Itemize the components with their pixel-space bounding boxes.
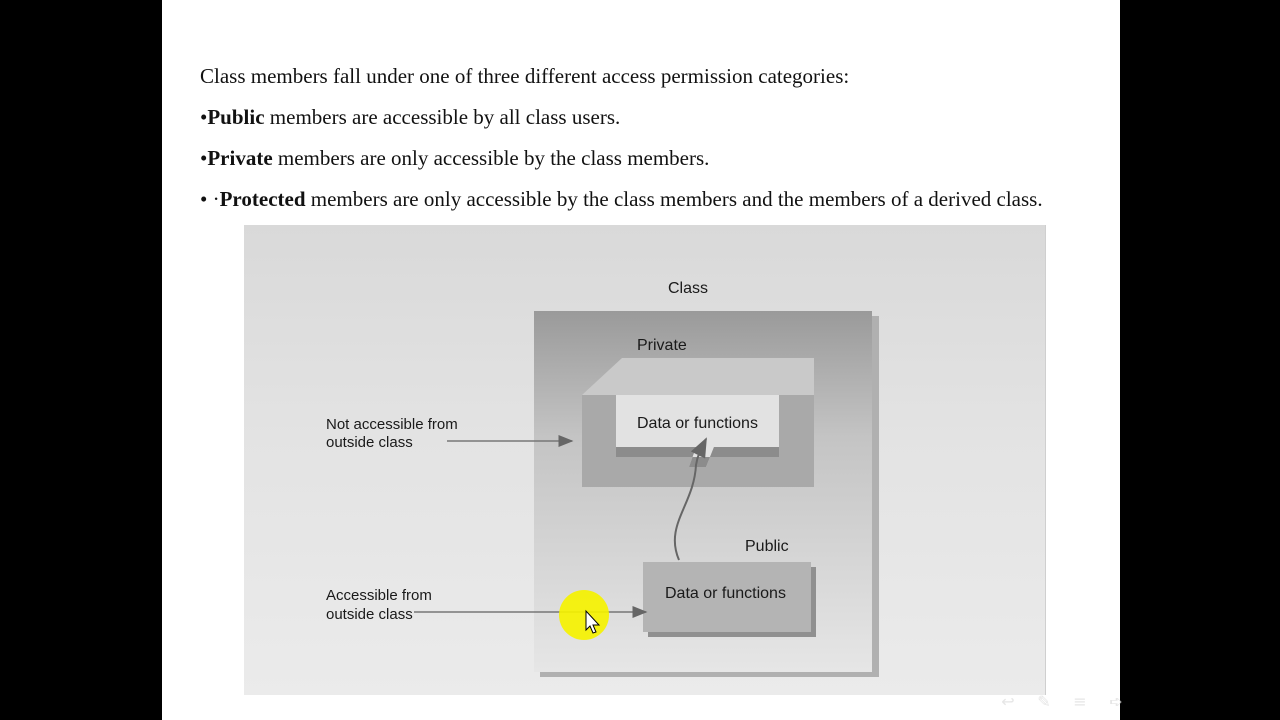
bullet-public: •Public members are accessible by all cl… <box>200 105 621 129</box>
intro-line: Class members fall under one of three di… <box>200 64 850 88</box>
private-box-inner <box>616 395 779 467</box>
accessible-line2: outside class <box>326 606 413 623</box>
slide: Class members fall under one of three di… <box>162 0 1120 720</box>
slideshow-controls: ↩ ✎ ≡ ➪ <box>1000 692 1124 711</box>
private-box-top <box>582 358 814 395</box>
pen-icon[interactable]: ✎ <box>1037 692 1051 711</box>
bullet-protected: • ·Protected members are only accessible… <box>200 187 1043 211</box>
slide-text: Class members fall under one of three di… <box>200 56 1043 220</box>
term-public: Public <box>207 105 265 129</box>
accessible-line1: Accessible from <box>326 587 432 604</box>
public-box-text: Data or functions <box>665 585 786 602</box>
public-box <box>643 562 811 632</box>
diagram-svg: Class Private Data or functions Public D… <box>326 280 879 677</box>
not-accessible-line1: Not accessible from <box>326 416 458 433</box>
public-label: Public <box>745 538 789 555</box>
public-to-private-curve <box>673 437 707 561</box>
bullet-private: •Private members are only accessible by … <box>200 146 710 170</box>
forward-arrow-icon[interactable]: ➪ <box>1109 692 1123 711</box>
menu-icon[interactable]: ≡ <box>1073 692 1087 711</box>
term-private: Private <box>207 146 273 170</box>
cursor-pointer-icon <box>585 609 601 634</box>
class-access-diagram: Class Private Data or functions Public D… <box>244 225 1046 695</box>
private-box-text: Data or functions <box>637 415 758 432</box>
class-label: Class <box>668 280 708 297</box>
not-accessible-line2: outside class <box>326 434 413 451</box>
back-arrow-icon[interactable]: ↩ <box>1001 692 1015 711</box>
cursor-highlight <box>559 590 609 640</box>
private-label: Private <box>637 337 687 354</box>
term-protected: Protected <box>219 187 306 211</box>
